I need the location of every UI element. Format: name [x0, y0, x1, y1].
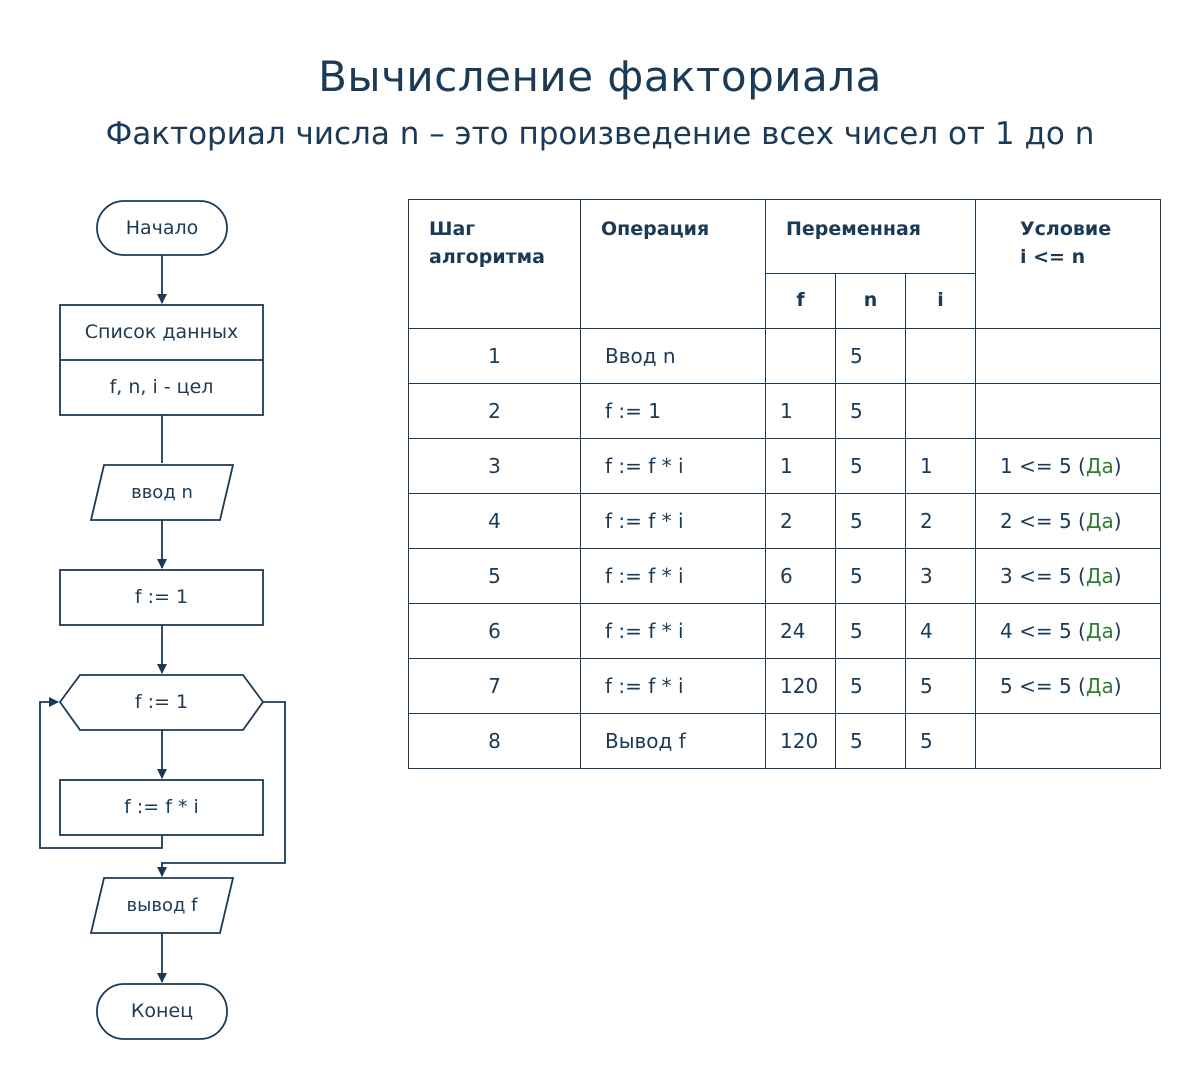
cell-operation: Вывод f [580, 713, 766, 769]
loop-label: f := 1 [134, 691, 189, 713]
cell-f: 1 [765, 383, 836, 439]
start-label: Начало [125, 216, 199, 239]
data-list-title: Список данных [84, 321, 239, 343]
cell-n: 5 [835, 603, 906, 659]
table-row: 2 f := 1 1 5 [408, 383, 1161, 439]
cell-condition [975, 383, 1161, 439]
cell-step: 1 [408, 328, 581, 384]
header-operation: Операция [580, 199, 766, 329]
data-list-vars: f, n, i - цел [109, 376, 214, 398]
cell-step: 6 [408, 603, 581, 659]
cell-i: 5 [905, 713, 976, 769]
cell-n: 5 [835, 658, 906, 714]
table-row: 8 Вывод f 120 5 5 [408, 713, 1161, 769]
cell-condition [975, 328, 1161, 384]
cell-step: 3 [408, 438, 581, 494]
condition-yes: Да [1085, 564, 1114, 588]
connector-loop-exit [157, 701, 286, 877]
table-row: 7 f := f * i 120 5 5 5 <= 5 (Да) [408, 658, 1161, 714]
loop-hexagon [58, 674, 265, 731]
cell-f: 24 [765, 603, 836, 659]
header-n: n [835, 272, 906, 330]
cell-condition: 1 <= 5 (Да) [975, 438, 1161, 494]
cell-operation: Ввод n [580, 328, 766, 384]
cell-condition: 2 <= 5 (Да) [975, 493, 1161, 549]
cell-n: 5 [835, 383, 906, 439]
connector-loop-back [39, 697, 163, 849]
page-subtitle: Факториал числа n – это произведение все… [105, 116, 1095, 152]
cell-i: 2 [905, 493, 976, 549]
cell-f: 1 [765, 438, 836, 494]
input-label: ввод n [131, 481, 193, 503]
header-i: i [905, 272, 976, 330]
end-terminator [96, 983, 228, 1040]
cell-operation: f := f * i [580, 493, 766, 549]
output-parallelogram [89, 877, 235, 934]
cell-operation: f := 1 [580, 383, 766, 439]
condition-yes: Да [1085, 619, 1114, 643]
cell-n: 5 [835, 328, 906, 384]
input-parallelogram [89, 464, 235, 521]
condition-yes: Да [1085, 674, 1114, 698]
table-row: 1 Ввод n 5 [408, 328, 1161, 384]
output-label: вывод f [126, 894, 198, 916]
cell-step: 8 [408, 713, 581, 769]
cell-i [905, 383, 976, 439]
cell-n: 5 [835, 713, 906, 769]
cell-f: 6 [765, 548, 836, 604]
init-label: f := 1 [134, 586, 189, 608]
header-f: f [765, 272, 836, 330]
cell-step: 5 [408, 548, 581, 604]
cell-operation: f := f * i [580, 548, 766, 604]
cell-condition: 3 <= 5 (Да) [975, 548, 1161, 604]
cell-n: 5 [835, 438, 906, 494]
cell-n: 5 [835, 548, 906, 604]
flowchart: Начало Список данных f, n, i - цел ввод … [0, 0, 400, 1080]
condition-yes: Да [1085, 509, 1114, 533]
flowchart-shapes [39, 200, 286, 1040]
cell-i: 5 [905, 658, 976, 714]
cell-operation: f := f * i [580, 658, 766, 714]
table-row: 5 f := f * i 6 5 3 3 <= 5 (Да) [408, 548, 1161, 604]
table-row: 4 f := f * i 2 5 2 2 <= 5 (Да) [408, 493, 1161, 549]
condition-yes: Да [1085, 454, 1114, 478]
cell-n: 5 [835, 493, 906, 549]
cell-i: 4 [905, 603, 976, 659]
cell-step: 4 [408, 493, 581, 549]
cell-i: 1 [905, 438, 976, 494]
table-row: 6 f := f * i 24 5 4 4 <= 5 (Да) [408, 603, 1161, 659]
cell-f: 2 [765, 493, 836, 549]
table-row: 3 f := f * i 1 5 1 1 <= 5 (Да) [408, 438, 1161, 494]
cell-step: 7 [408, 658, 581, 714]
page-title: Вычисление факториала [318, 52, 882, 101]
cell-condition: 4 <= 5 (Да) [975, 603, 1161, 659]
header-variable: Переменная [765, 199, 976, 274]
cell-i: 3 [905, 548, 976, 604]
cell-operation: f := f * i [580, 603, 766, 659]
cell-operation: f := f * i [580, 438, 766, 494]
cell-condition: 5 <= 5 (Да) [975, 658, 1161, 714]
cell-step: 2 [408, 383, 581, 439]
cell-f: 120 [765, 658, 836, 714]
body-label: f := f * i [124, 796, 199, 818]
cell-i [905, 328, 976, 384]
end-label: Конец [130, 1000, 194, 1022]
cell-f: 120 [765, 713, 836, 769]
cell-condition [975, 713, 1161, 769]
cell-f [765, 328, 836, 384]
